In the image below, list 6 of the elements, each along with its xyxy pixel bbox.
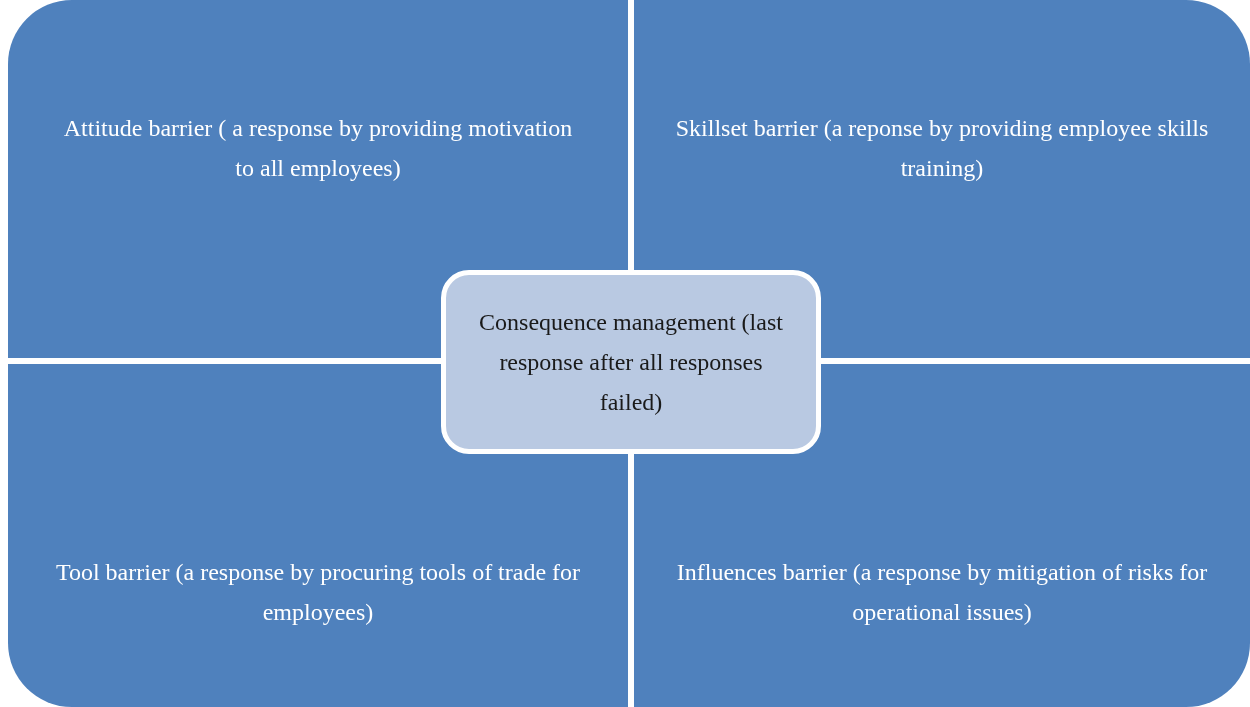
node-text: Influences barrier (a response by mitigation of risks for operational issues) — [675, 558, 1209, 627]
node-text: Tool barrier (a response by procuring tools of trade for employees) — [54, 558, 582, 627]
node-text: Skillset barrier (a reponse by providing employee skills training) — [674, 114, 1210, 183]
node-text: Consequence management (last response after all responses failed) — [478, 308, 784, 417]
node-text: Attitude barrier ( a response by providing motivation to all employees) — [62, 114, 574, 183]
center-box — [441, 270, 821, 454]
